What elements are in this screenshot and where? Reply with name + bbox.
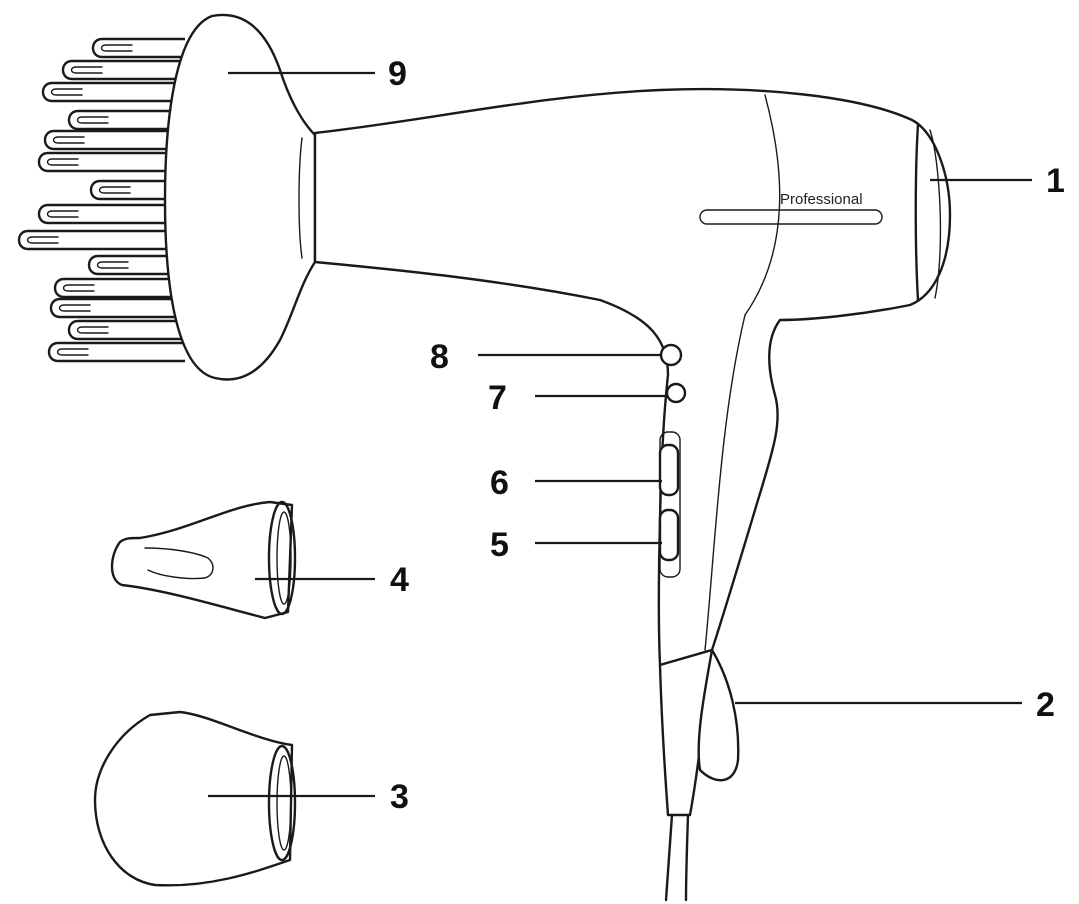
diffuser-prong xyxy=(43,129,185,151)
diffuser-prong xyxy=(89,179,185,201)
diffuser-prong xyxy=(47,341,185,363)
diffuser-prongs xyxy=(17,37,185,363)
button-8 xyxy=(659,343,683,367)
concentrator-ring xyxy=(267,500,297,616)
concentrator-slot xyxy=(144,547,214,580)
rear-filter-inner xyxy=(929,129,942,299)
callout-1: 1 xyxy=(1046,162,1065,200)
diffuser-prong xyxy=(67,319,185,341)
diffuser-prong xyxy=(61,59,185,81)
diffuser-prong xyxy=(37,151,185,173)
switch-panel xyxy=(659,431,681,578)
callout-3: 3 xyxy=(390,778,409,816)
body-seam xyxy=(744,94,781,316)
diffuser-prong-tip xyxy=(50,88,83,96)
diffuser-prong-tip xyxy=(62,284,95,292)
dryer-body xyxy=(313,87,952,667)
diffuser-prong-tip xyxy=(76,116,109,124)
callout-6: 6 xyxy=(490,464,509,502)
diffuser-prong xyxy=(67,109,185,131)
diffuser-prong-tip xyxy=(52,136,85,144)
brand-label: Professional xyxy=(780,191,863,208)
diffuser-prong xyxy=(87,254,185,276)
hanging-loop xyxy=(697,648,740,782)
diffuser-disc xyxy=(163,13,317,381)
cord-2 xyxy=(684,813,690,902)
diffuser-prong-tip xyxy=(70,66,103,74)
diffuser-prong xyxy=(49,297,185,319)
air-slot xyxy=(699,209,883,225)
wide-nozzle-ring xyxy=(267,744,297,862)
callout-5: 5 xyxy=(490,526,509,564)
diffuser-prong-tip xyxy=(46,158,79,166)
diffuser-prong-tip xyxy=(26,236,59,244)
wide-nozzle xyxy=(93,710,294,887)
diffuser-prong xyxy=(37,203,185,225)
button-7 xyxy=(665,382,687,404)
diffuser-prong-tip xyxy=(56,348,89,356)
diffuser-prong xyxy=(41,81,185,103)
switch-5 xyxy=(658,508,680,562)
callout-4: 4 xyxy=(390,561,409,599)
diffuser-prong-tip xyxy=(98,186,131,194)
diffuser-prong xyxy=(91,37,185,59)
callout-2: 2 xyxy=(1036,686,1055,724)
handle-seam xyxy=(704,314,746,651)
callout-9: 9 xyxy=(388,55,407,93)
diffuser-prong-tip xyxy=(58,304,91,312)
rear-filter xyxy=(914,123,920,302)
diffuser-prong-tip xyxy=(76,326,109,334)
switch-6 xyxy=(658,443,680,497)
diffuser-prong-tip xyxy=(46,210,79,218)
wide-nozzle-ring-inner xyxy=(276,755,292,851)
callout-7: 7 xyxy=(488,379,507,417)
diffuser-prong-tip xyxy=(100,44,133,52)
concentrator-ring-inner xyxy=(276,511,292,605)
front-rim xyxy=(298,137,303,259)
cord xyxy=(664,813,674,902)
diffuser-prong xyxy=(53,277,185,299)
diffuser-prong-tip xyxy=(96,261,129,269)
callout-8: 8 xyxy=(430,338,449,376)
diffuser-prong xyxy=(17,229,185,251)
concentrator-nozzle xyxy=(110,500,294,620)
